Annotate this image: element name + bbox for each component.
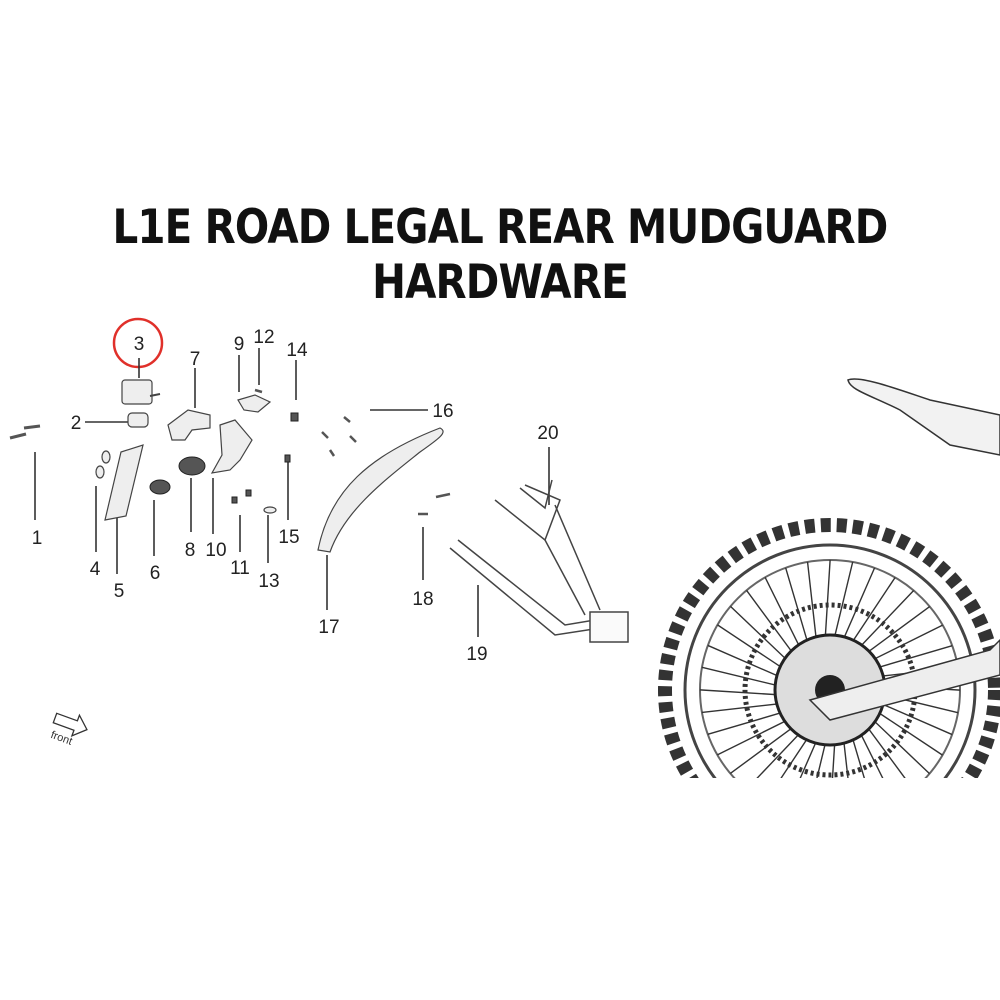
part-label: 7 <box>190 349 201 370</box>
part-12-screw <box>254 388 263 394</box>
part-label: 6 <box>150 563 161 584</box>
part-7-bracket <box>167 409 211 441</box>
part-label: 9 <box>234 334 245 355</box>
part-10-bracket <box>210 419 253 474</box>
part-6-indicator <box>149 479 171 495</box>
part-1-bolts <box>9 424 41 440</box>
part-label: 4 <box>90 559 101 580</box>
part-label: 8 <box>185 540 196 561</box>
part-19-20-subframe <box>449 479 629 643</box>
part-label: 10 <box>205 540 226 561</box>
part-4-washers <box>95 450 111 479</box>
leader-lines <box>34 348 550 637</box>
part-label: 14 <box>286 340 308 361</box>
part-label-highlighted: 3 <box>134 334 145 355</box>
part-label: 12 <box>253 327 274 348</box>
front-label: front <box>49 729 74 748</box>
part-16-screws <box>321 416 357 457</box>
part-13-clip <box>263 506 277 514</box>
part-label: 2 <box>71 413 82 434</box>
part-14-nut <box>290 412 299 422</box>
diagram-title: L1E ROAD LEGAL REAR MUDGUARD HARDWARE <box>112 200 889 310</box>
part-15-nut <box>284 454 291 463</box>
bottom-mask <box>0 778 1000 1000</box>
part-labels: 1 2 3 4 5 6 7 8 9 10 11 12 13 14 15 16 1… <box>32 327 559 665</box>
part-label: 19 <box>466 644 487 665</box>
part-17-mudguard <box>317 427 444 553</box>
swingarm <box>808 638 1000 721</box>
part-label: 1 <box>32 528 43 549</box>
part-label: 18 <box>412 589 433 610</box>
part-9-cover <box>237 394 272 413</box>
part-label: 15 <box>278 527 299 548</box>
rear-seat <box>847 378 1000 456</box>
part-11-nuts <box>231 489 252 504</box>
part-2-reflector <box>127 412 149 428</box>
part-18-bolts <box>418 492 451 516</box>
part-label: 17 <box>318 617 339 638</box>
part-3-light <box>121 379 161 405</box>
part-label: 11 <box>230 558 250 579</box>
part-label: 13 <box>258 571 279 592</box>
part-label: 16 <box>432 401 453 422</box>
part-8-indicator <box>178 456 206 476</box>
part-label: 20 <box>537 423 558 444</box>
part-label: 5 <box>114 581 125 602</box>
part-5-plate <box>104 444 144 521</box>
highlight-circle <box>112 317 164 369</box>
front-direction-arrow: front <box>49 712 88 748</box>
